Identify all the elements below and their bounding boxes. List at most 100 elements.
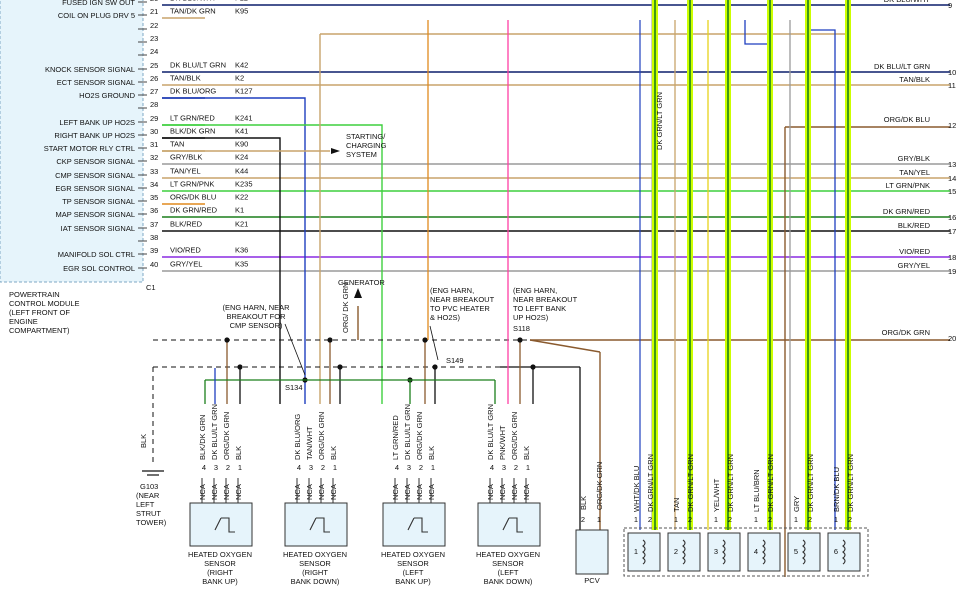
sensor-pin-number: 3 (214, 463, 218, 472)
circuit-code-label: K35 (235, 260, 248, 269)
sensor-title: (RIGHT (207, 568, 233, 577)
harness-note-2: TO PVC HEATER (430, 304, 490, 313)
wire-color-label: GRY/YEL (170, 260, 202, 269)
harness-note-3: TO LEFT BANK (513, 304, 566, 313)
circuit-code-label: K36 (235, 246, 248, 255)
sensor-pin-number: 2 (419, 463, 423, 472)
right-wire-label: DK GRN/RED (883, 207, 931, 216)
wire-color-label: DK BLU/ORG (170, 87, 216, 96)
circuit-code-label: K2 (235, 74, 244, 83)
nca-label: NCA (510, 484, 519, 500)
nca-label: NCA (305, 484, 314, 500)
sensor-wire-label: BLK (427, 446, 436, 460)
coil-pin-number: 2 (648, 515, 652, 524)
pcm-pin-number: 37 (150, 220, 158, 229)
right-pin-number: 20 (948, 334, 956, 343)
sensor-wire-label: BLK (522, 446, 531, 460)
coil-pin-number: 1 (634, 515, 638, 524)
pcm-pin-label: RIGHT BANK UP HO2S (54, 131, 135, 140)
pcm-pin-label: EGR SOL CONTROL (63, 264, 135, 273)
harness-note-2: & HO2S) (430, 313, 461, 322)
sensor-wire-label: BLK/DK GRN (198, 415, 207, 460)
pcm-pin-label: HO2S GROUND (79, 91, 135, 100)
coil-pin-number: 1 (714, 515, 718, 524)
sensor-wire-label: PNK/WHT (498, 425, 507, 460)
leader-s134 (284, 323, 306, 376)
wire-ltblu-coil4 (744, 20, 770, 45)
oxygen-sensor-box (189, 502, 253, 547)
sensor-title: BANK DOWN) (291, 577, 340, 586)
label-layer: 20FUSED IGN SW OUTDK BLU/WHTF12DK BLU/WH… (9, 0, 956, 586)
sensor-title: BANK DOWN) (484, 577, 533, 586)
right-pin-number: 15 (948, 187, 956, 196)
sensor-wire-label: ORG/DK GRN (415, 412, 424, 460)
right-wire-label: ORG/DK BLU (884, 115, 930, 124)
sensor-heater-symbol (309, 517, 330, 533)
right-pin-number: 19 (948, 267, 956, 276)
nca-label: NCA (317, 484, 326, 500)
pcm-pin-number: 28 (150, 100, 158, 109)
pcm-caption: POWERTRAIN (9, 290, 60, 299)
circuit-code-label: K241 (235, 114, 253, 123)
pcm-pin-number: 31 (150, 140, 158, 149)
wire-color-label: TAN (170, 140, 184, 149)
circuit-code-label: K90 (235, 140, 248, 149)
wire-color-label: ORG/DK BLU (170, 193, 216, 202)
right-wire-label: GRY/BLK (898, 154, 930, 163)
coil-pin-number: 2 (688, 515, 692, 524)
sensor-pin-number: 4 (395, 463, 399, 472)
sensor-pin-number: 1 (431, 463, 435, 472)
sensor-wire-label: ORG/DK GRN (222, 412, 231, 460)
splice-dot (224, 337, 230, 343)
oxygen-sensor-box (382, 502, 446, 547)
pcv-pin-number: 1 (597, 515, 601, 524)
pcm-pin-label: KNOCK SENSOR SIGNAL (45, 65, 135, 74)
pcm-pin-label: CKP SENSOR SIGNAL (56, 157, 135, 166)
splice-label-s134: S134 (285, 383, 303, 392)
right-wire-label: LT GRN/PNK (886, 181, 930, 190)
sensor-pin-number: 2 (514, 463, 518, 472)
right-wire-label: DK BLU/LT GRN (874, 62, 930, 71)
wire-color-label: TAN/YEL (170, 167, 201, 176)
right-wire-label: VIO/RED (899, 247, 930, 256)
pcm-caption: ENGINE (9, 317, 38, 326)
sensor-wire-label: BLK (234, 446, 243, 460)
wire-color-label: DK BLU/LT GRN (170, 61, 226, 70)
right-wire-label: TAN/YEL (899, 168, 930, 177)
wire-ho2s-ground (162, 97, 306, 404)
wire-layer (138, 0, 950, 577)
wire-right-bank-up (162, 137, 281, 404)
big-wire-label: DK GRN/LT GRN (655, 92, 664, 150)
pcm-pin-number: 22 (150, 21, 158, 30)
wire-color-label: VIO/RED (170, 246, 201, 255)
pcm-pin-label: MANIFOLD SOL CTRL (58, 250, 135, 259)
coil-number: 3 (714, 547, 718, 556)
wire-color-label: LT GRN/RED (170, 114, 215, 123)
ground-wire-label: BLK (139, 434, 148, 448)
coil-wire-label: WHT/DK BLU (632, 466, 641, 512)
starting-system-label: STARTING/ (346, 132, 386, 141)
circuit-code-label: K95 (235, 7, 248, 16)
pcv-wire-label: ORG/DK GRN (595, 462, 604, 510)
nca-label: NCA (329, 484, 338, 500)
ground-location: TOWER) (136, 518, 167, 527)
pcm-pin-number: 29 (150, 114, 158, 123)
splice-dot (530, 364, 536, 370)
ground-location: STRUT (136, 509, 161, 518)
sensor-wire-label: DK BLU/LT GRN (210, 404, 219, 460)
sensor-title: (RIGHT (302, 568, 328, 577)
sensor-pin-number: 4 (490, 463, 494, 472)
pcm-pin-label: CMP SENSOR SIGNAL (55, 171, 135, 180)
coil-number: 4 (754, 547, 758, 556)
sensor-pin-number: 1 (333, 463, 337, 472)
right-wire-label: TAN/BLK (899, 75, 930, 84)
pcm-pin-number: 30 (150, 127, 158, 136)
pcm-pin-number: 34 (150, 180, 158, 189)
right-wire-label: ORG/DK GRN (882, 328, 930, 337)
ground-id: G103 (140, 482, 158, 491)
sensor-pin-number: 3 (309, 463, 313, 472)
ignition-coil-box (627, 532, 661, 572)
pcm-pin-label: MAP SENSOR SIGNAL (56, 210, 135, 219)
coil-number: 5 (794, 547, 798, 556)
